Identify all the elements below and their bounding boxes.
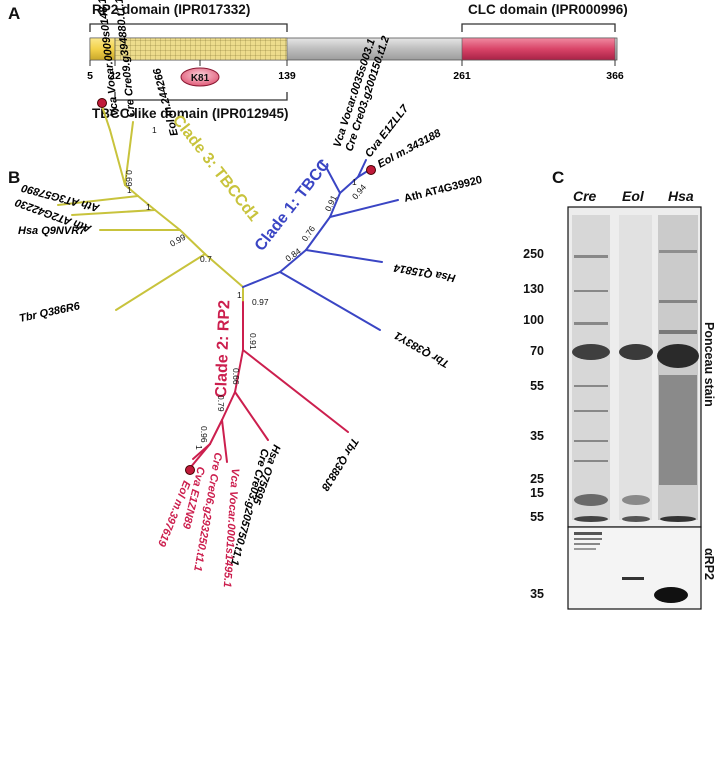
mw-100: 100 [523,313,544,327]
eol-tbcc-dot [366,165,376,175]
mw-250: 250 [523,247,544,261]
clc-domain-label: CLC domain (IPR000996) [468,2,628,17]
k81-site [180,67,220,87]
support-1e: 1 [152,125,157,135]
panel-a-letter: A [8,4,21,23]
rp2-domain-label: RP2 domain (IPR017332) [92,2,251,17]
pos-139: 139 [278,70,296,82]
lane-cre: Cre [573,188,597,204]
clc-bracket [461,23,616,32]
domain-diagram: K81 5 22 139 261 366 [87,23,624,101]
phylogenetic-tree: Clade 1: TBCC Clade 3: TBCCd1 Clade 2: R… [13,0,484,588]
support-1b: 1 [237,290,242,300]
lane-hsa: Hsa [668,188,694,204]
pos-5: 5 [87,70,93,82]
clade3-branches [57,102,244,311]
rp2-bracket [89,23,288,32]
mw-130: 130 [523,282,544,296]
mw-55b: 55 [530,510,544,524]
support-079: 0.79 [216,395,226,412]
k81-label: K81 [191,73,210,84]
support-069: 0.69 [124,170,134,187]
pos-261: 261 [453,70,471,82]
panel-c-letter: C [552,168,565,187]
mw-55: 55 [530,379,544,393]
ponceau-stain-label: Ponceau stain [702,322,716,407]
mw-35: 35 [530,429,544,443]
clc-segment [461,37,616,61]
lane-eol: Eol [622,188,644,204]
pos-366: 366 [606,70,624,82]
panel-b-letter: B [8,168,21,187]
alpha-rp2-label: αRP2 [702,548,716,581]
mw-15: 15 [530,486,544,500]
grid-segment [114,37,288,61]
leaf-hsa-tbccd1: Hsa Q9NVR7 [18,225,86,237]
clade2-branches [189,301,349,469]
pos-22: 22 [109,70,121,82]
tbcc-bracket [114,92,288,101]
mw-35b: 35 [530,587,544,601]
eol-tbccd1-dot [97,98,107,108]
support-1c: 1 [146,202,151,212]
support-1d: 1 [127,185,132,195]
mw-25: 25 [530,472,544,486]
eol-rp2-dot [185,465,195,475]
tbcc-like-domain-label: TBCC-like domain (IPR012945) [92,106,289,121]
hsa-rp2-band [654,587,688,603]
support-07: 0.7 [200,254,212,264]
support-066: 0.66 [231,368,241,385]
mw-70: 70 [530,344,544,358]
support-091b: 0.91 [248,333,258,350]
support-096: 0.96 [199,426,209,443]
support-097: 0.97 [252,297,269,307]
clade2-label: Clade 2: RP2 [213,300,233,398]
support-1f: 1 [194,445,204,450]
support-1a: 1 [352,177,357,187]
